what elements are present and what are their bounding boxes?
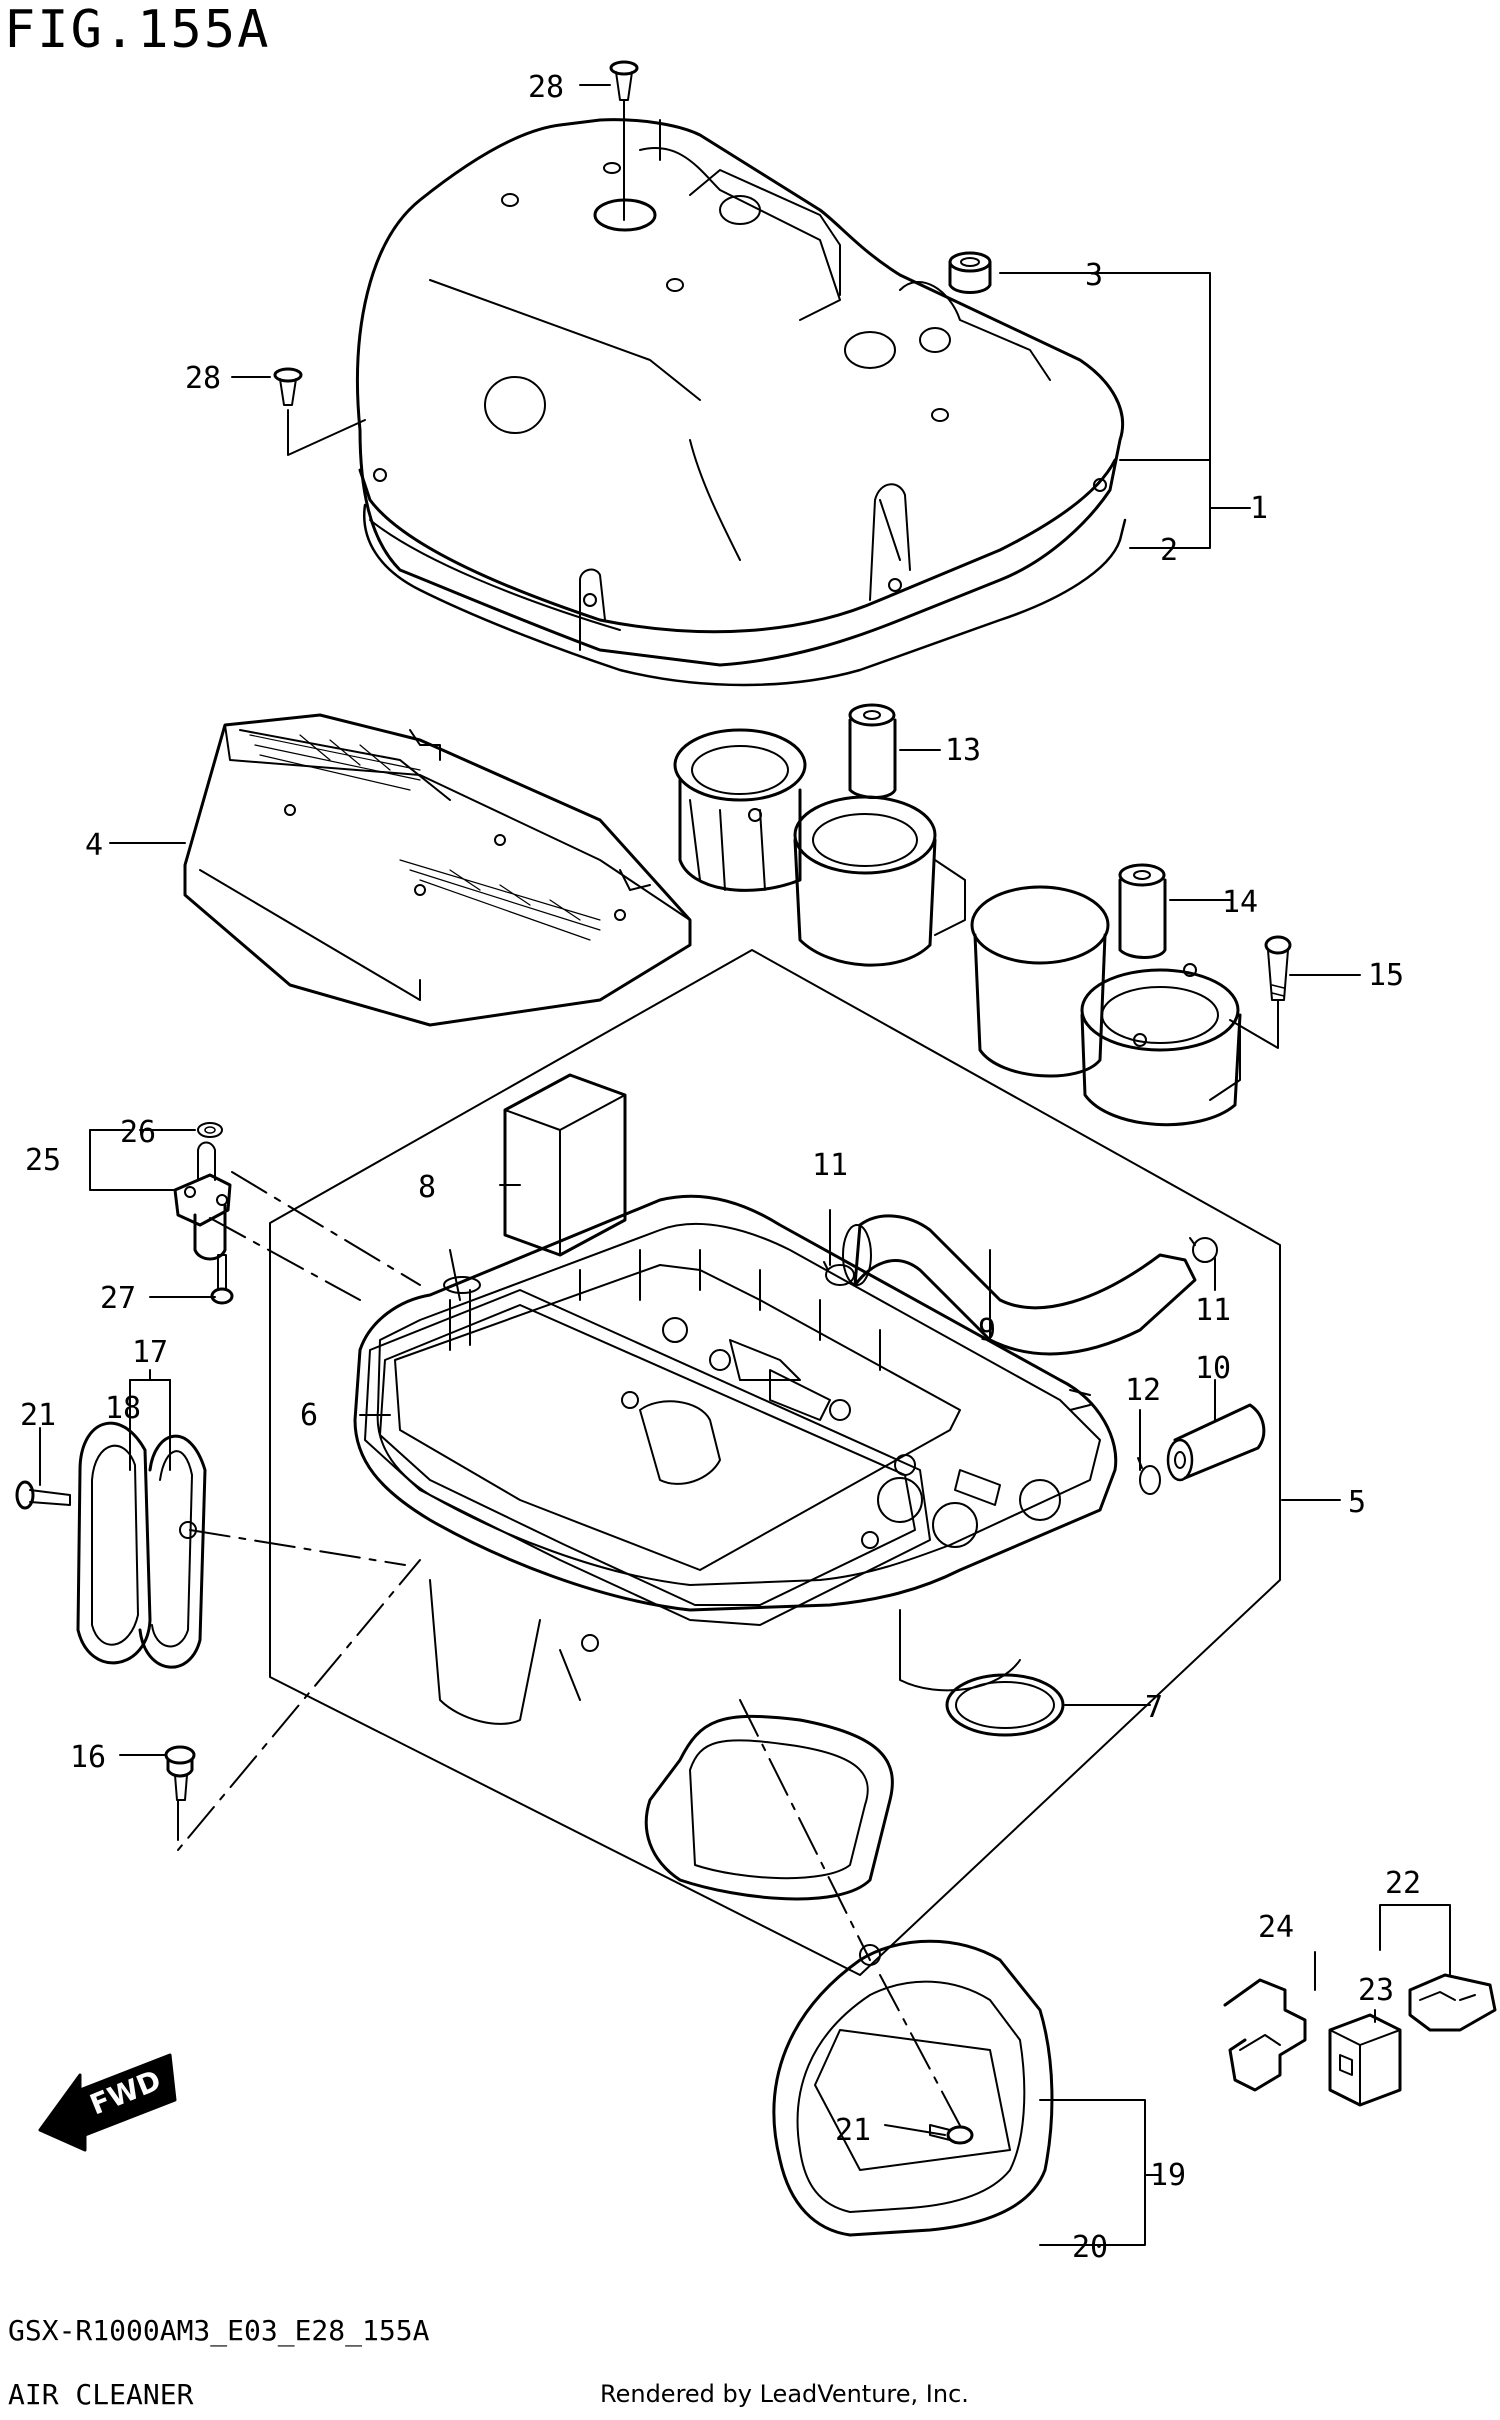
callout-3: 3 bbox=[1085, 258, 1103, 293]
callout-12: 12 bbox=[1125, 1373, 1161, 1408]
callout-23: 23 bbox=[1358, 1973, 1394, 2008]
clamp-12 bbox=[1137, 1457, 1161, 1495]
callout-26: 26 bbox=[120, 1115, 156, 1150]
screw-27 bbox=[210, 1254, 234, 1305]
callout-13: 13 bbox=[945, 733, 981, 768]
callout-5: 5 bbox=[1348, 1485, 1366, 1520]
sensor-25 bbox=[173, 1141, 232, 1261]
duct-seal-20 bbox=[814, 2029, 1011, 2171]
grommet-3 bbox=[948, 251, 992, 294]
connector-23 bbox=[1328, 2013, 1402, 2107]
case-outline-box bbox=[269, 949, 1281, 1976]
screw-28-left bbox=[273, 367, 303, 406]
screw-21-left bbox=[15, 1480, 71, 1510]
plug-cap-10 bbox=[1166, 1403, 1266, 1482]
leader-lines bbox=[39, 84, 1451, 2246]
callout-17: 17 bbox=[132, 1335, 168, 1370]
intake-funnel-13 bbox=[673, 703, 966, 967]
callout-2: 2 bbox=[1160, 533, 1178, 568]
callout-11-right: 11 bbox=[1195, 1293, 1231, 1328]
case-seal-6 bbox=[364, 1289, 931, 1626]
callout-9: 9 bbox=[978, 1313, 996, 1348]
callout-6: 6 bbox=[300, 1398, 318, 1433]
callout-11-left: 11 bbox=[812, 1148, 848, 1183]
render-credit: Rendered by LeadVenture, Inc. bbox=[600, 2380, 969, 2408]
hose-clamp-11-left bbox=[823, 1261, 855, 1286]
figure-title: FIG.155A bbox=[4, 0, 271, 60]
fwd-arrow-icon bbox=[38, 2053, 177, 2152]
callout-27: 27 bbox=[100, 1281, 136, 1316]
callout-1: 1 bbox=[1250, 491, 1268, 526]
callout-labels: 28 3 28 1 2 4 13 14 15 26 25 8 11 27 9 1… bbox=[20, 70, 1421, 2265]
screw-28-top bbox=[609, 60, 639, 101]
alignment-lines bbox=[177, 1171, 966, 2136]
filter-element bbox=[183, 713, 692, 1027]
callout-22: 22 bbox=[1385, 1866, 1421, 1901]
callout-15: 15 bbox=[1368, 958, 1404, 993]
cap-gasket bbox=[363, 503, 1127, 687]
callout-7: 7 bbox=[1145, 1690, 1163, 1725]
o-ring-7 bbox=[945, 1673, 1065, 1737]
callout-14: 14 bbox=[1222, 885, 1258, 920]
model-code: GSX-R1000AM3_E03_E28_155A bbox=[8, 2314, 430, 2347]
callout-4: 4 bbox=[85, 828, 103, 863]
callout-16: 16 bbox=[70, 1740, 106, 1775]
callout-28-top: 28 bbox=[528, 70, 564, 105]
band-18 bbox=[76, 1421, 152, 1665]
connector-22 bbox=[1408, 1973, 1497, 2032]
callout-25: 25 bbox=[25, 1143, 61, 1178]
callout-8: 8 bbox=[418, 1170, 436, 1205]
hose-clamp-11-right bbox=[1189, 1237, 1218, 1263]
callout-28-left: 28 bbox=[185, 361, 221, 396]
intake-duct-19 bbox=[772, 1939, 1054, 2237]
callout-21-left: 21 bbox=[20, 1398, 56, 1433]
resonator-box-8 bbox=[503, 1073, 627, 1257]
washer-26 bbox=[197, 1122, 223, 1138]
callout-18: 18 bbox=[105, 1391, 141, 1426]
callout-19: 19 bbox=[1150, 2158, 1186, 2193]
callout-10: 10 bbox=[1195, 1351, 1231, 1386]
air-cleaner-cap bbox=[356, 118, 1125, 667]
drain-hose-9 bbox=[842, 1214, 1197, 1356]
callout-24: 24 bbox=[1258, 1910, 1294, 1945]
callout-20: 20 bbox=[1072, 2230, 1108, 2265]
callout-21-duct: 21 bbox=[835, 2113, 871, 2148]
clip-24 bbox=[1223, 1978, 1307, 2092]
bolt-16 bbox=[164, 1745, 196, 1801]
section-name: AIR CLEANER bbox=[8, 2378, 194, 2411]
bolt-15 bbox=[1264, 935, 1292, 1001]
air-cleaner-case bbox=[353, 1194, 1118, 1901]
intake-funnel-14 bbox=[970, 863, 1242, 1127]
